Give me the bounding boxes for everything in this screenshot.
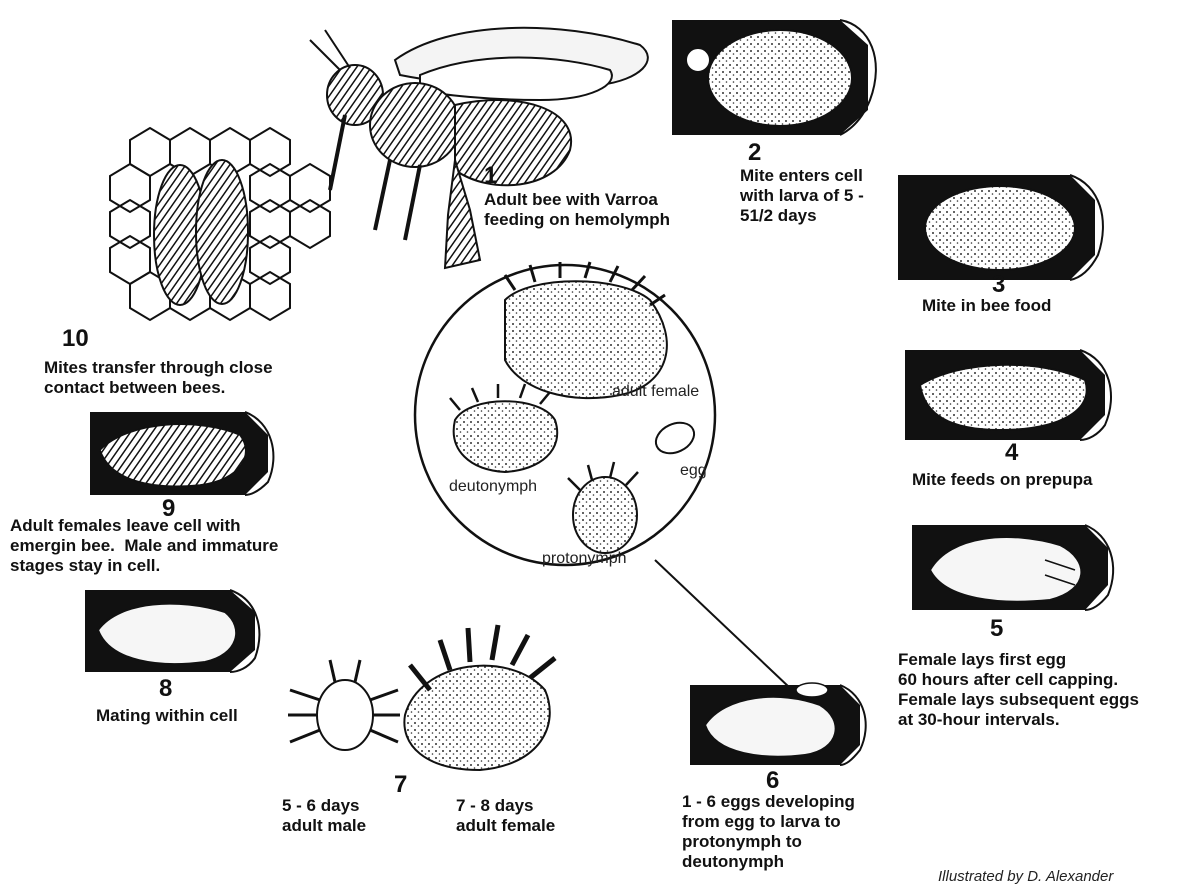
stage-6-caption: 1 - 6 eggs developing from egg to larva … — [682, 792, 855, 872]
stage-5-number: 5 — [990, 616, 1003, 642]
cell-mite-in-food-drawing — [898, 175, 1103, 280]
stage-4-caption: Mite feeds on prepupa — [912, 470, 1092, 490]
stage-7-female-caption: 7 - 8 days adult female — [456, 796, 555, 836]
stage-7-male-caption: 5 - 6 days adult male — [282, 796, 366, 836]
stage-7-number: 7 — [394, 772, 407, 798]
stage-5-caption: Female lays first egg 60 hours after cel… — [898, 650, 1139, 730]
stage-3-number: 3 — [992, 272, 1005, 298]
stage-4-number: 4 — [1005, 440, 1018, 466]
stage-2-caption: Mite enters cell with larva of 5 - 51/2 … — [740, 166, 864, 226]
stage-10-number: 10 — [62, 326, 89, 352]
inset-egg-label: egg — [680, 462, 707, 480]
stage-1-number: 1 — [484, 163, 497, 189]
stage-9-caption: Adult females leave cell with emergin be… — [10, 516, 278, 576]
stage-8-number: 8 — [159, 676, 172, 702]
adult-bee-drawing — [310, 28, 648, 268]
stage-6-number: 6 — [766, 768, 779, 794]
inset-deutonymph-label: deutonymph — [449, 478, 537, 496]
cell-eggs-developing-drawing — [690, 683, 866, 765]
mite-stages-inset — [415, 262, 715, 565]
honeycomb-bees-drawing — [110, 128, 330, 320]
cell-prepupa-drawing — [905, 350, 1111, 440]
adult-female-mite-drawing — [404, 625, 555, 770]
stage-10-caption: Mites transfer through close contact bet… — [44, 358, 273, 398]
stage-8-caption: Mating within cell — [96, 706, 238, 726]
adult-male-mite-drawing — [288, 660, 400, 750]
stage-3-caption: Mite in bee food — [922, 296, 1051, 316]
cell-larva-drawing — [672, 20, 876, 135]
cell-first-egg-drawing — [912, 525, 1113, 610]
cell-emerging-bee-drawing — [90, 412, 273, 495]
cell-mating-drawing — [85, 590, 259, 672]
stage-2-number: 2 — [748, 140, 761, 166]
inset-protonymph-label: protonymph — [542, 550, 627, 568]
illustrator-credit: Illustrated by D. Alexander — [938, 868, 1113, 885]
inset-pointer-line — [655, 560, 790, 688]
inset-adult-female-label: adult female — [612, 383, 699, 401]
stage-1-caption: Adult bee with Varroa feeding on hemolym… — [484, 190, 670, 230]
